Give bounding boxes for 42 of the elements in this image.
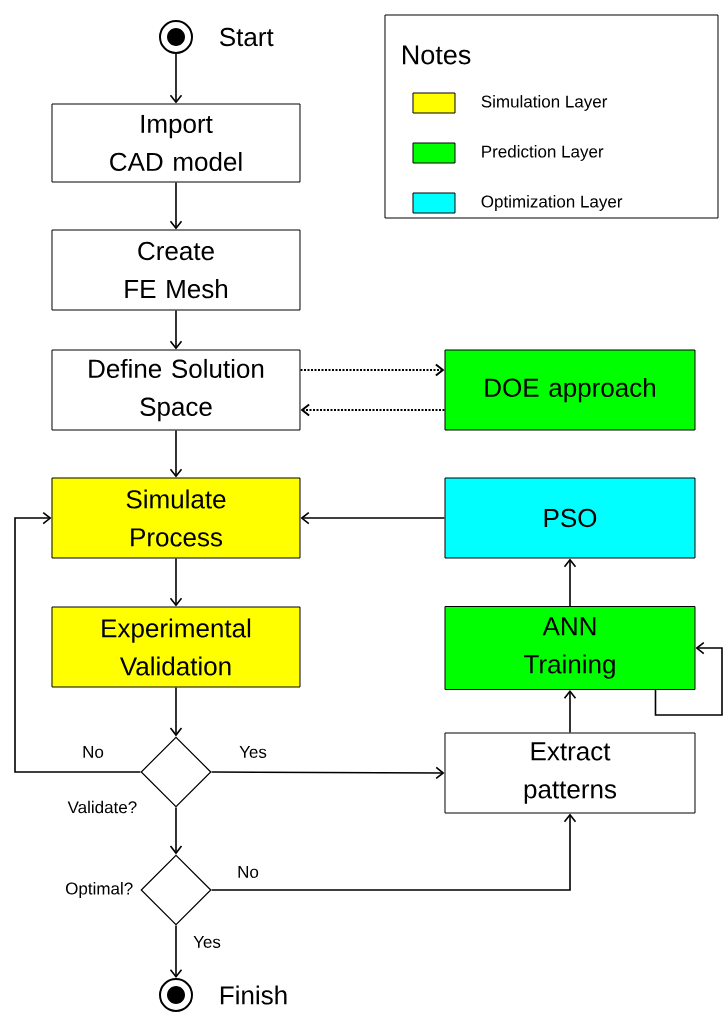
process-box: Extract patterns [444, 732, 696, 814]
arrow [300, 403, 446, 417]
arrow [563, 558, 577, 607]
arrow [169, 557, 183, 607]
node-caption: Optimal? [65, 882, 133, 898]
arrow [210, 766, 445, 780]
process-box: Experimental Validation [51, 606, 301, 688]
process-box: Create FE Mesh [51, 229, 301, 311]
process-box: PSO [444, 477, 696, 559]
process-box: Define Solution Space [51, 349, 301, 431]
arrow [169, 686, 183, 737]
process-box: Import CAD model [51, 103, 301, 183]
legend-label: Prediction Layer [482, 145, 604, 161]
edge-label: Yes [238, 745, 268, 759]
arrow [169, 806, 183, 855]
process-box: ANN Training [444, 606, 696, 690]
arrow [169, 924, 183, 978]
edge-label: Yes [192, 935, 222, 949]
edge-label: No [236, 865, 260, 879]
arrow [300, 511, 446, 525]
terminal-circle [159, 20, 193, 54]
terminal-circle [159, 978, 193, 1012]
arrow [654, 641, 723, 716]
decision-diamond [140, 736, 212, 808]
process-box: Simulate Process [51, 477, 301, 559]
arrow [14, 511, 142, 773]
node-caption: Validate? [67, 800, 137, 814]
legend-label: Optimization Layer [481, 195, 623, 211]
arrow [169, 53, 183, 104]
decision-diamond [140, 854, 212, 926]
legend-title: Notes [403, 45, 471, 65]
legend-label: Simulation Layer [481, 95, 608, 111]
node-caption: Start [219, 27, 274, 47]
arrow [169, 309, 183, 350]
edge-label: No [81, 745, 105, 759]
process-box: DOE approach [444, 349, 696, 431]
arrow [563, 690, 577, 734]
arrow [299, 363, 445, 377]
arrow [169, 429, 183, 478]
arrow [169, 181, 183, 230]
arrow [210, 813, 577, 891]
node-caption: Finish [220, 985, 287, 1005]
